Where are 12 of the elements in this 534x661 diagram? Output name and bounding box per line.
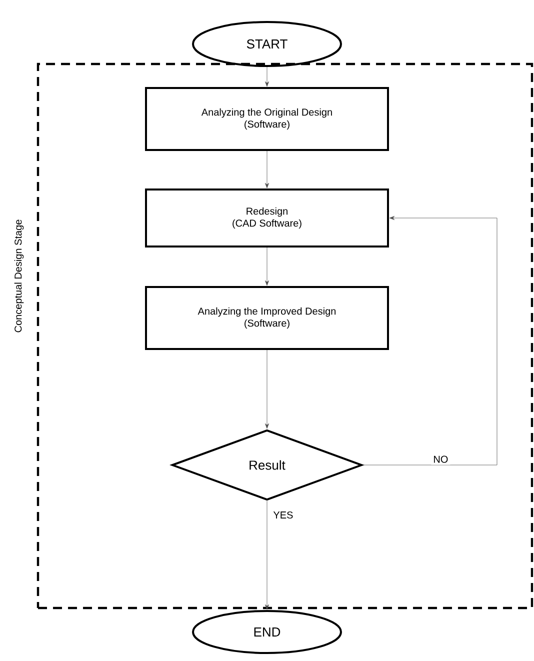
- arrow: [265, 247, 269, 286]
- arrow: [265, 150, 269, 188]
- arrow: [362, 216, 498, 466]
- process-box: Analyzing the Original Design (Software): [145, 87, 389, 151]
- process-box: Analyzing the Improved Design (Software): [145, 286, 389, 350]
- arrow: [265, 500, 269, 610]
- node-label: Conceptual Design Stage: [14, 220, 24, 332]
- process-box: Redesign (CAD Software): [145, 188, 389, 248]
- arrow: [265, 350, 269, 429]
- arrow: [265, 66, 269, 87]
- edge-label: YES: [271, 509, 296, 521]
- edge-label: NO: [431, 454, 450, 465]
